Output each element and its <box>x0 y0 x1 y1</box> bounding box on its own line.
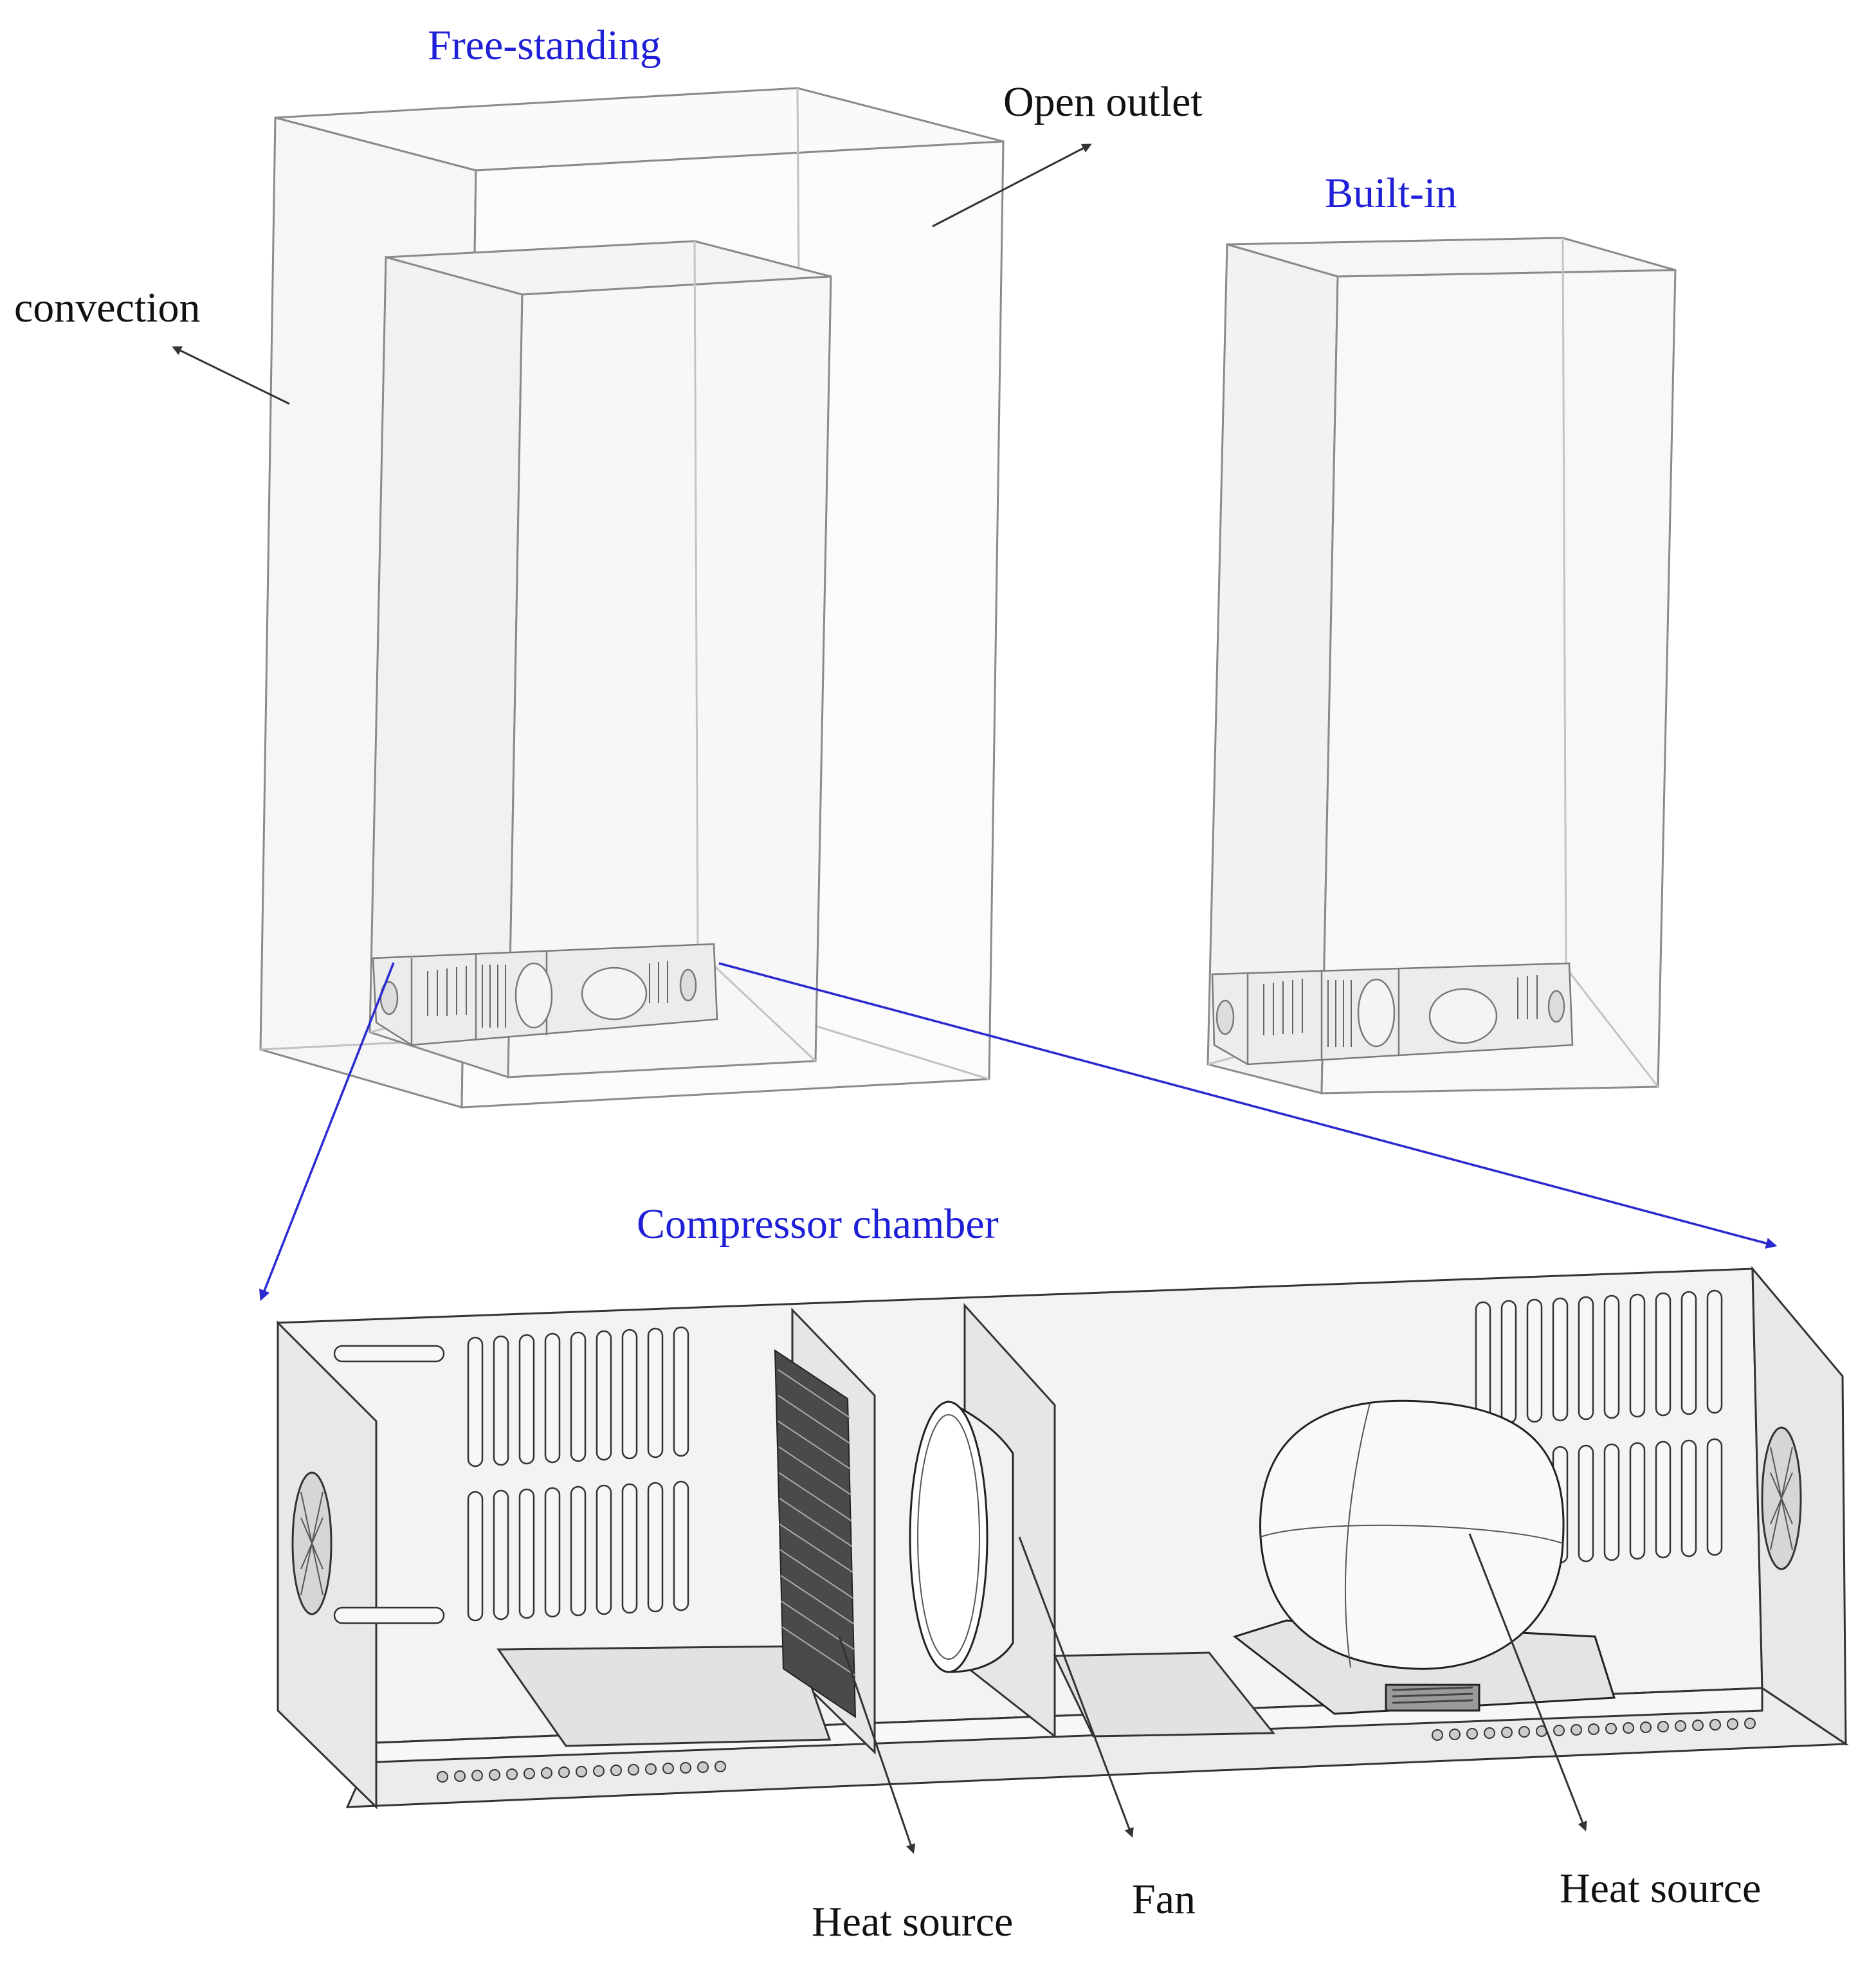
fan-cylinder <box>909 1400 1014 1673</box>
front-holes-left <box>437 1761 726 1783</box>
open-outlet-label: Open outlet <box>1003 78 1203 125</box>
zoom-arrow-left <box>259 962 395 1302</box>
zoom-arrow-right <box>718 962 1778 1249</box>
zoom-arrows <box>259 962 1778 1302</box>
heat-source-right-arrow <box>1468 1533 1587 1831</box>
heat-source-left-label: Heat source <box>812 1898 1013 1945</box>
open-outlet-arrow <box>932 143 1092 228</box>
compressor-heat-source <box>1232 1399 1616 1715</box>
fan-label: Fan <box>1132 1876 1196 1923</box>
fan-arrow <box>1018 1536 1134 1838</box>
built-in-label: Built-in <box>1325 170 1457 217</box>
heat-source-right-label: Heat source <box>1560 1865 1761 1912</box>
heat-source-left-arrow <box>838 1636 916 1854</box>
left-vent-slots <box>333 1326 689 1624</box>
convection-label: convection <box>14 284 201 331</box>
free-standing-compressor-chamber <box>372 943 718 1046</box>
built-in-enclosure <box>1207 237 1677 1095</box>
front-holes-right <box>1432 1718 1756 1741</box>
compressor-chamber-detail <box>277 1266 1849 1810</box>
free-standing-enclosure <box>259 87 1005 1109</box>
condenser-heat-source <box>774 1349 857 1718</box>
annotation-arrows <box>172 143 1587 1854</box>
convection-arrow <box>172 346 290 405</box>
free-standing-label: Free-standing <box>428 22 661 69</box>
compressor-chamber-label: Compressor chamber <box>637 1201 999 1248</box>
built-in-compressor-chamber <box>1211 962 1574 1066</box>
